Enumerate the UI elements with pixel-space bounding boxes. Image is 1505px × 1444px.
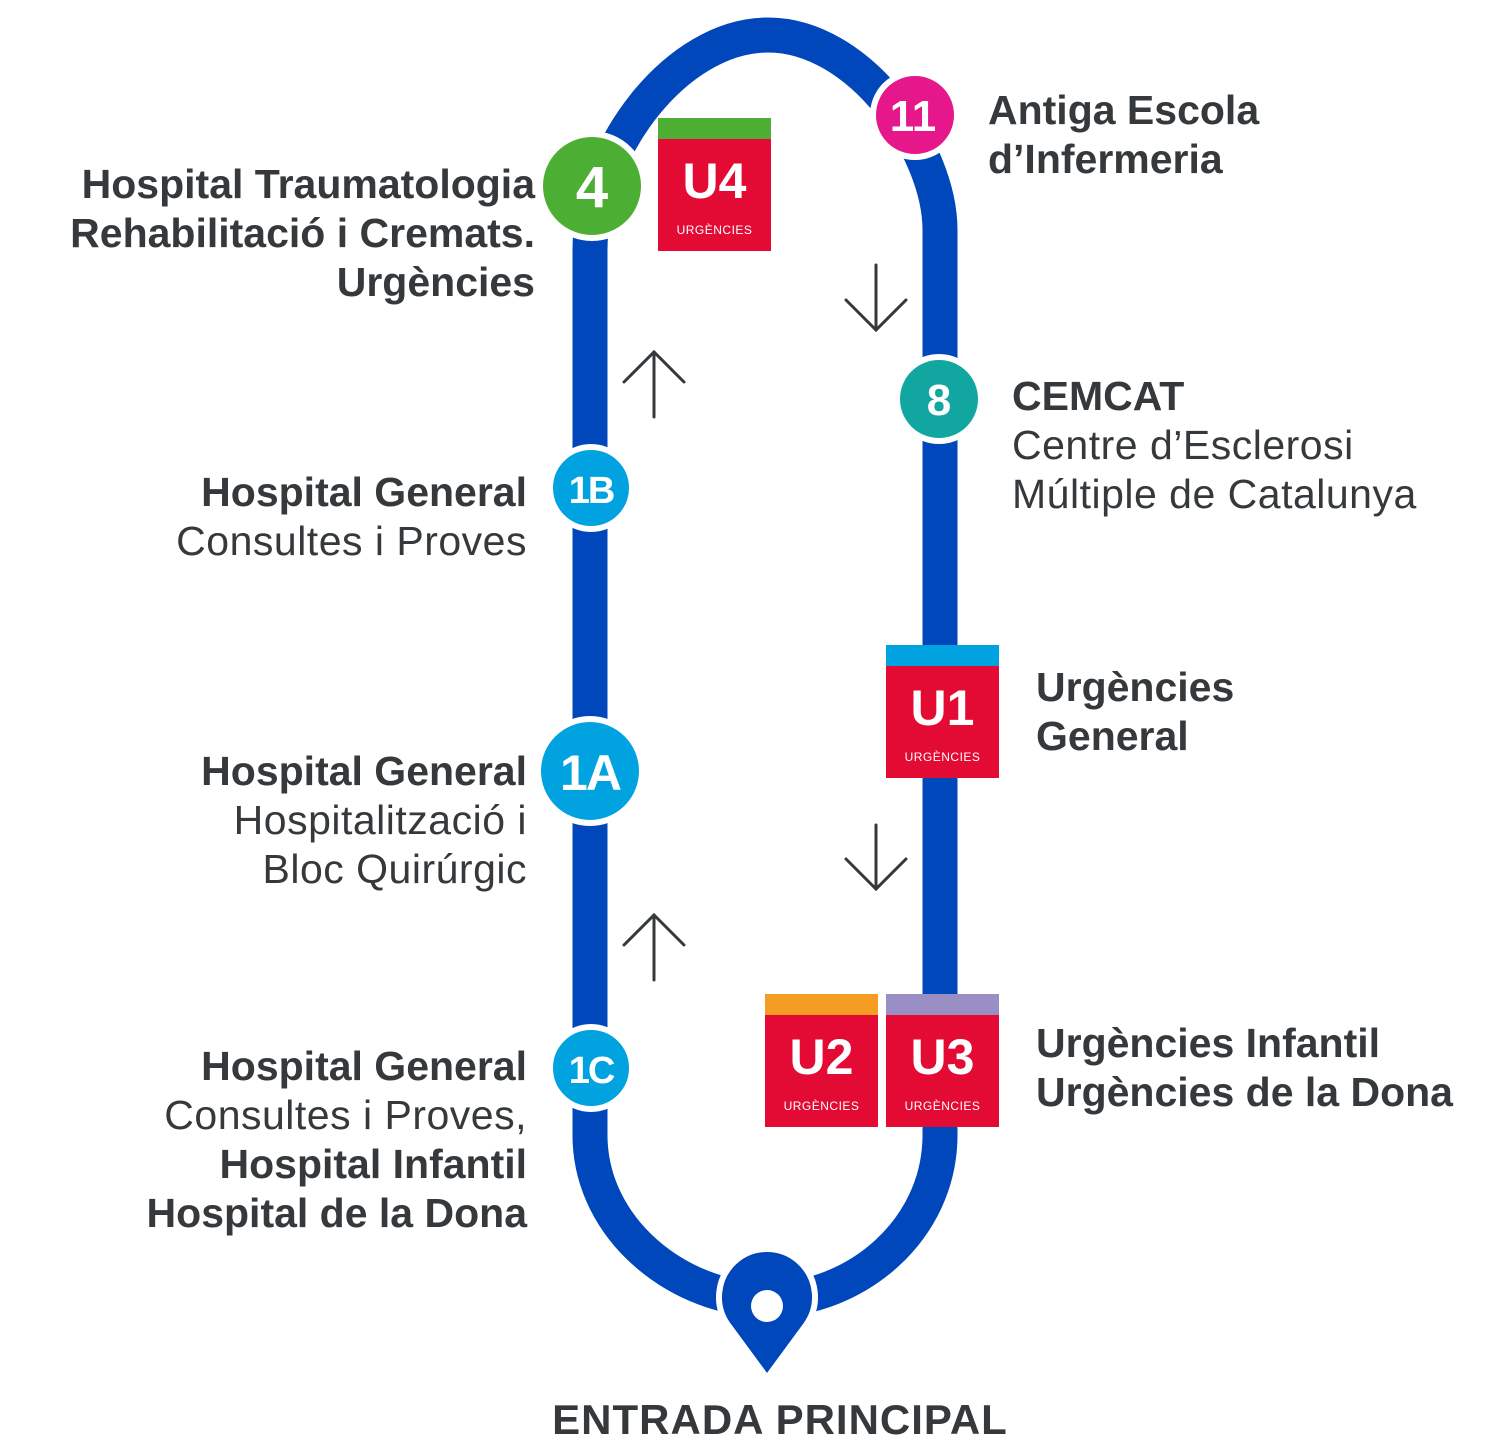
urgency-u2-block[interactable]: U2 URGÈNCIES bbox=[765, 994, 878, 1127]
u4-color-strip bbox=[658, 118, 771, 139]
stop-4-line-3: Urgències bbox=[336, 259, 535, 305]
stop-1a-subtitle-2: Bloc Quirúrgic bbox=[262, 846, 527, 892]
stop-4-label: Hospital Traumatologia Rehabilitació i C… bbox=[70, 160, 535, 307]
urgency-u4-block[interactable]: U4 URGÈNCIES bbox=[658, 118, 771, 251]
u23-label-1: Urgències Infantil bbox=[1036, 1020, 1381, 1066]
stop-11-label: Antiga Escola d’Infermeria bbox=[988, 86, 1259, 184]
svg-text:1A: 1A bbox=[560, 745, 621, 801]
stop-1c-title: Hospital General bbox=[201, 1043, 527, 1089]
stop-4-line-1: Hospital Traumatologia bbox=[81, 161, 535, 207]
stop-1c-bold-1: Hospital Infantil bbox=[219, 1141, 528, 1187]
stop-badge-8[interactable]: 8 bbox=[894, 354, 984, 444]
u4-sub: URGÈNCIES bbox=[676, 223, 753, 237]
stop-1a-subtitle-1: Hospitalització i bbox=[233, 797, 527, 843]
u3-color-strip bbox=[886, 994, 999, 1015]
svg-text:8: 8 bbox=[927, 376, 951, 425]
stop-1b-title: Hospital General bbox=[201, 469, 527, 515]
u2-code: U2 bbox=[789, 1029, 854, 1085]
u3-code: U3 bbox=[910, 1029, 975, 1085]
stop-1c-bold-2: Hospital de la Dona bbox=[146, 1190, 527, 1236]
stop-1c-subtitle: Consultes i Proves, bbox=[164, 1092, 527, 1138]
u1-label-2: General bbox=[1036, 713, 1189, 759]
urgency-u3-block[interactable]: U3 URGÈNCIES bbox=[886, 994, 999, 1127]
arrow-up-icon bbox=[622, 349, 686, 419]
stop-1c-label: Hospital General Consultes i Proves, Hos… bbox=[147, 1042, 527, 1238]
entrance-label: ENTRADA PRINCIPAL bbox=[552, 1396, 1008, 1443]
stop-8-subtitle-1: Centre d’Esclerosi bbox=[1012, 422, 1354, 468]
u3-sub: URGÈNCIES bbox=[904, 1099, 981, 1113]
u23-label-2: Urgències de la Dona bbox=[1036, 1069, 1453, 1115]
arrow-down-icon bbox=[844, 823, 908, 892]
urgency-u1-block[interactable]: U1 URGÈNCIES bbox=[886, 645, 999, 778]
arrow-down-icon bbox=[844, 263, 908, 333]
stop-1a-title: Hospital General bbox=[201, 748, 527, 794]
svg-text:11: 11 bbox=[890, 92, 937, 141]
urgency-u2-u3-label: Urgències Infantil Urgències de la Dona bbox=[1036, 1019, 1453, 1117]
stop-8-label: CEMCAT Centre d’Esclerosi Múltiple de Ca… bbox=[1012, 372, 1417, 519]
stop-8-subtitle-2: Múltiple de Catalunya bbox=[1012, 471, 1417, 517]
stop-1b-subtitle: Consultes i Proves bbox=[176, 518, 527, 564]
u2-sub: URGÈNCIES bbox=[783, 1099, 860, 1113]
stop-11-line-2: d’Infermeria bbox=[988, 136, 1223, 182]
u2-color-strip bbox=[765, 994, 878, 1015]
stop-badge-1a[interactable]: 1A bbox=[535, 716, 645, 826]
svg-text:1C: 1C bbox=[569, 1050, 615, 1092]
u1-sub: URGÈNCIES bbox=[904, 750, 981, 764]
urgency-u1-label: Urgències General bbox=[1036, 663, 1234, 761]
u1-color-strip bbox=[886, 645, 999, 666]
svg-text:1B: 1B bbox=[569, 470, 614, 512]
stop-badge-4[interactable]: 4 bbox=[537, 131, 647, 241]
u1-label-1: Urgències bbox=[1036, 664, 1235, 710]
svg-text:4: 4 bbox=[576, 155, 608, 220]
stop-4-line-2: Rehabilitació i Cremats. bbox=[70, 210, 535, 256]
stop-badge-1b[interactable]: 1B bbox=[547, 444, 635, 532]
location-pin-icon[interactable] bbox=[716, 1246, 818, 1381]
stop-1b-label: Hospital General Consultes i Proves bbox=[176, 468, 527, 566]
stop-11-line-1: Antiga Escola bbox=[988, 87, 1260, 133]
stop-1a-label: Hospital General Hospitalització i Bloc … bbox=[201, 747, 527, 894]
arrow-up-icon bbox=[622, 912, 686, 982]
u1-code: U1 bbox=[910, 680, 975, 736]
stop-badge-1c[interactable]: 1C bbox=[547, 1024, 635, 1112]
u4-code: U4 bbox=[682, 153, 747, 209]
stop-badge-11[interactable]: 11 bbox=[870, 70, 960, 160]
stop-8-title: CEMCAT bbox=[1012, 373, 1185, 419]
